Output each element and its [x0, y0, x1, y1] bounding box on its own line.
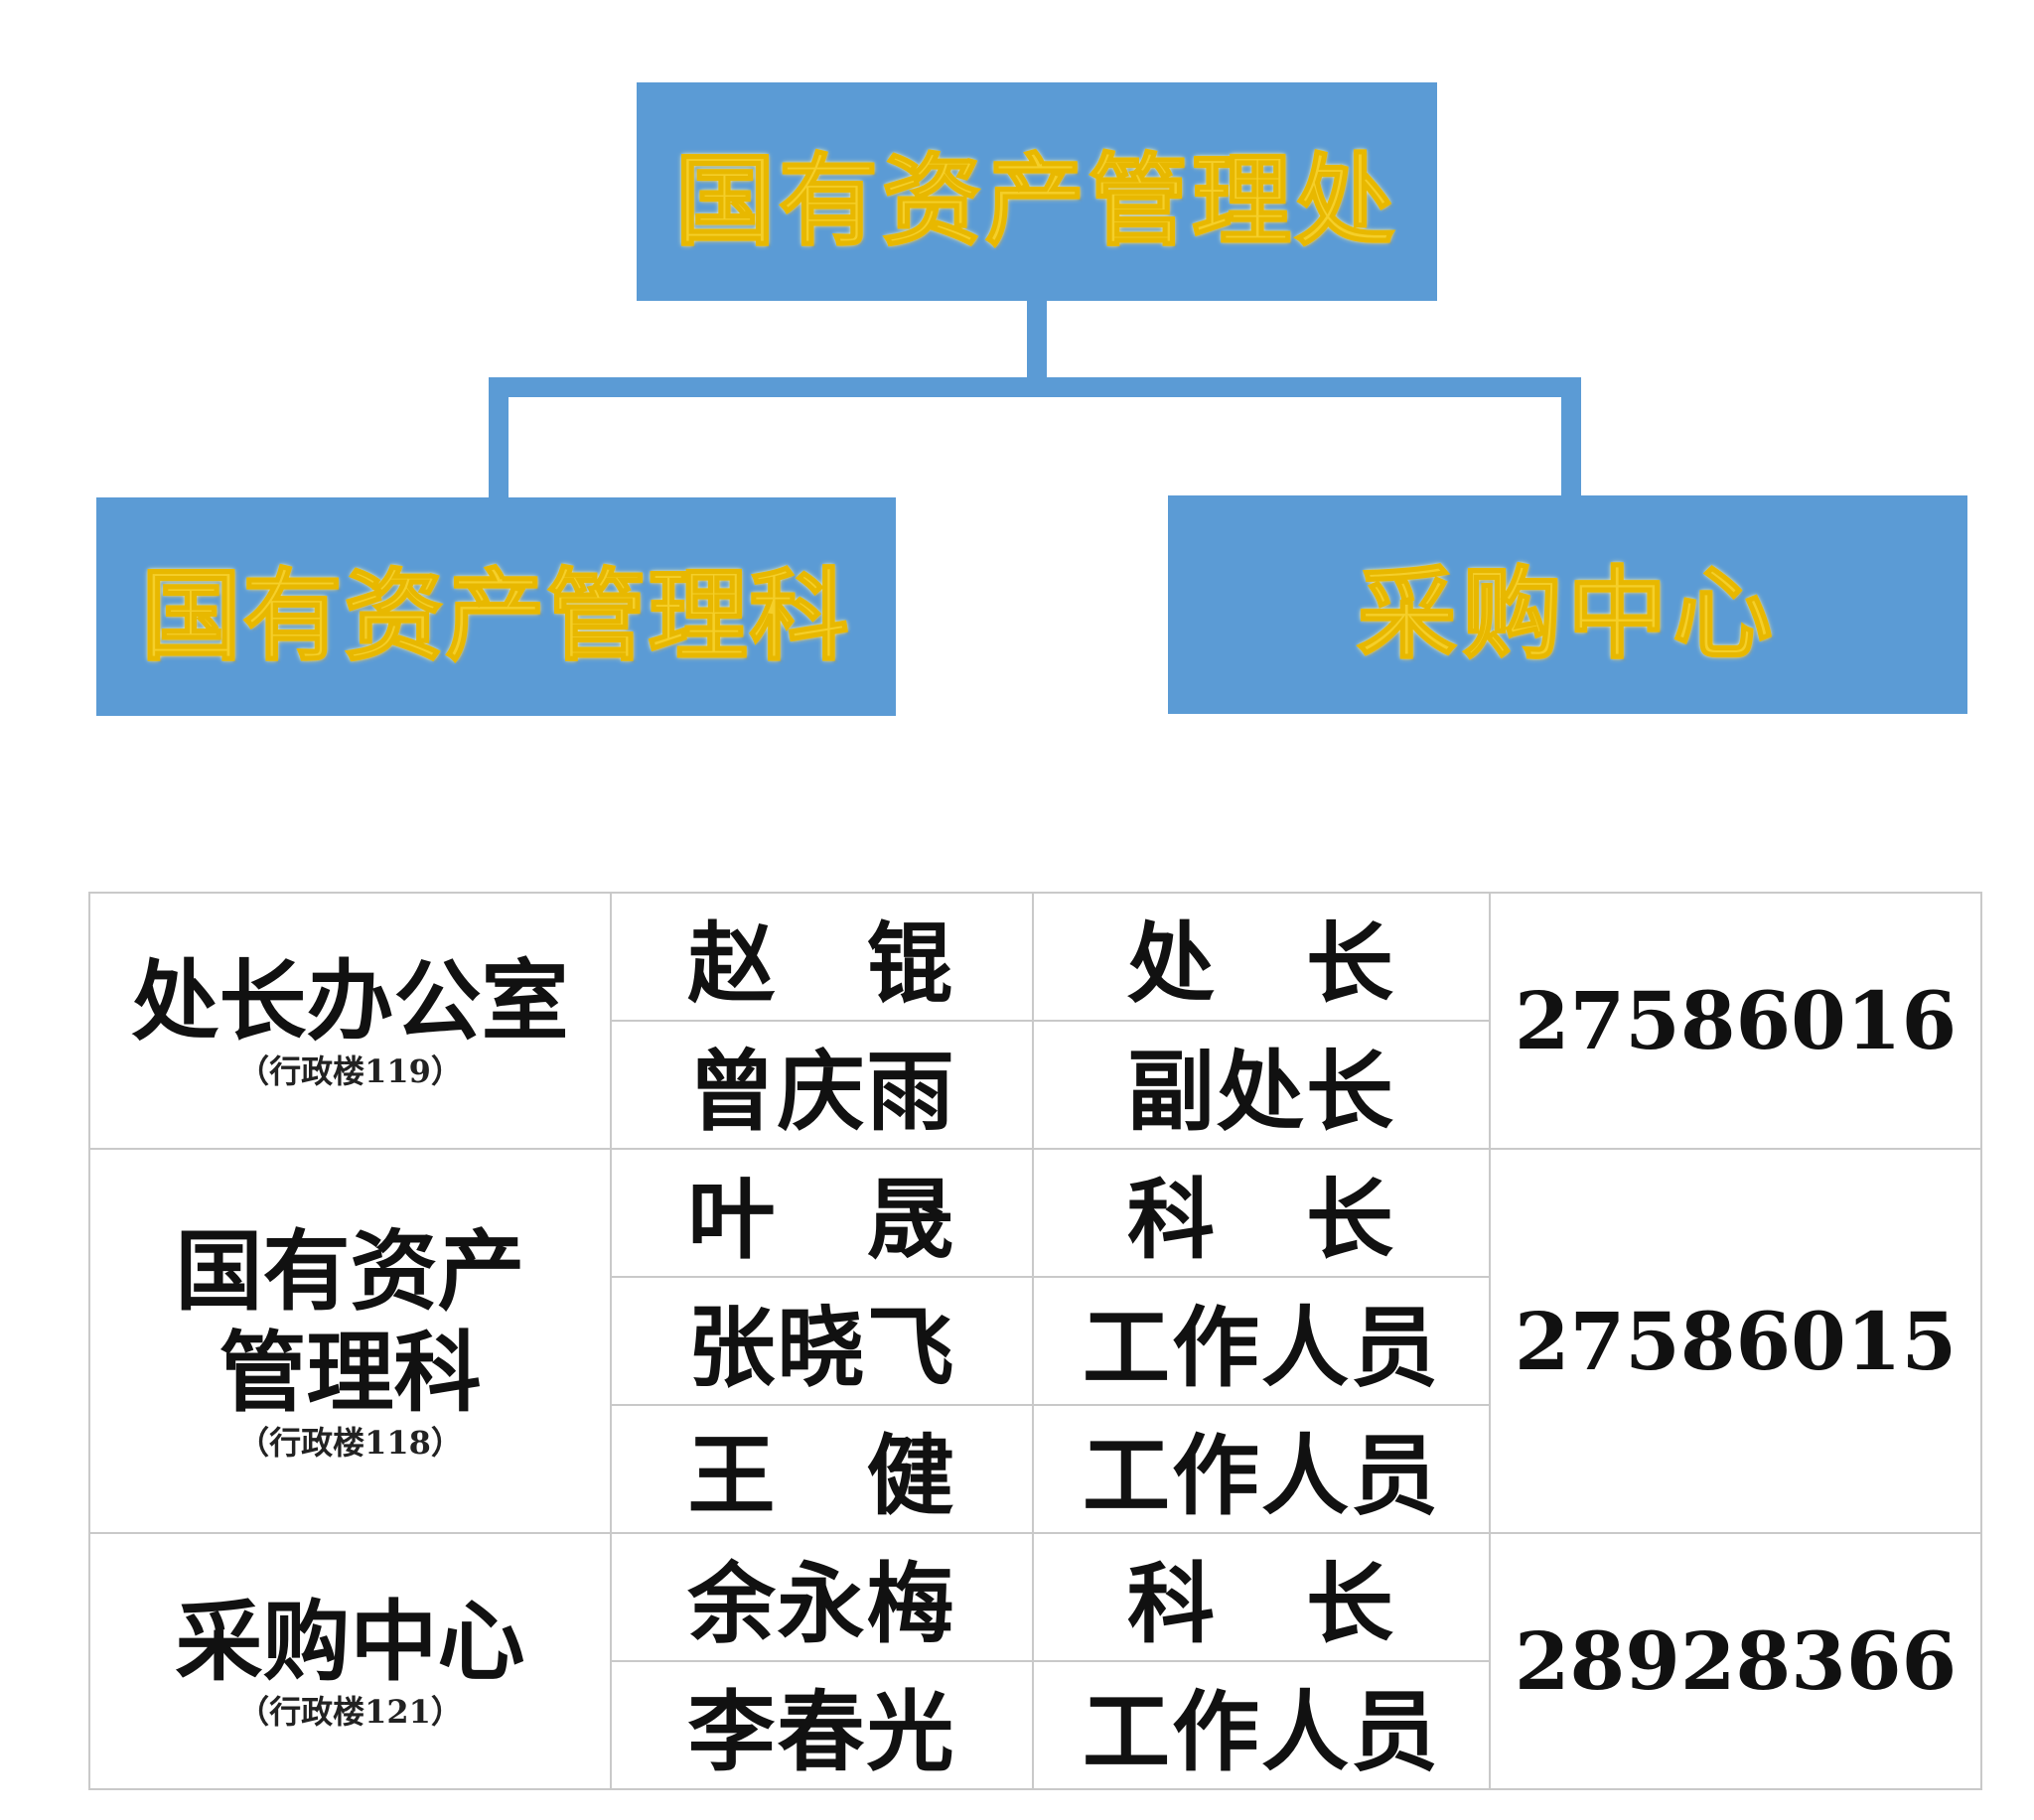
org-box-top: 国有资产管理处: [637, 82, 1437, 301]
org-box-left-label: 国有资产管理科: [141, 557, 851, 675]
table-row: 王 健 工作人员: [89, 1404, 1981, 1534]
org-box-right: 采购中心: [1168, 495, 1967, 714]
person-name: 叶 晟: [610, 1148, 1034, 1278]
person-name: 李春光: [610, 1660, 1034, 1790]
table-row: 采购中心 （行政楼121） 余永梅 科 长 28928366: [88, 1532, 1982, 1790]
person-name: 赵 锟: [610, 892, 1034, 1022]
table-row: 张晓飞 工作人员: [89, 1276, 1981, 1406]
person-title: 副处长: [1032, 1020, 1491, 1150]
person-title: 处 长: [1032, 892, 1491, 1022]
dept-cell: 国有资产管理科 （行政楼118）: [88, 1148, 612, 1534]
dept-room: （行政楼118）: [237, 1423, 463, 1462]
dept-name: 处长办公室: [131, 949, 569, 1052]
person-name: 张晓飞: [610, 1276, 1034, 1406]
person-name: 曾庆雨: [610, 1020, 1034, 1150]
dept-cell: 采购中心 （行政楼121）: [88, 1532, 612, 1790]
table-row: 处长办公室 （行政楼119） 赵 锟 处 长 27586016: [88, 892, 1982, 1150]
phone-number: 27586015: [1489, 1148, 1982, 1534]
person-name: 王 健: [610, 1404, 1034, 1534]
phone-number: 28928366: [1489, 1532, 1982, 1790]
person-title: 工作人员: [1032, 1660, 1491, 1790]
person-title: 科 长: [1032, 1532, 1491, 1662]
person-title: 工作人员: [1032, 1404, 1491, 1534]
table-row: 曾庆雨 副处长: [89, 1020, 1981, 1150]
table-row: 李春光 工作人员: [89, 1660, 1981, 1790]
org-box-right-label: 采购中心: [1357, 555, 1779, 673]
dept-name: 国有资产管理科: [175, 1218, 525, 1424]
dept-name: 采购中心: [175, 1590, 525, 1693]
dept-room: （行政楼121）: [237, 1693, 463, 1731]
org-box-left: 国有资产管理科: [96, 497, 896, 716]
person-name: 余永梅: [610, 1532, 1034, 1662]
person-title: 工作人员: [1032, 1276, 1491, 1406]
phone-number: 27586016: [1489, 892, 1982, 1150]
org-box-top-label: 国有资产管理处: [674, 142, 1398, 260]
dept-cell: 处长办公室 （行政楼119）: [88, 892, 612, 1150]
dept-room: （行政楼119）: [237, 1052, 463, 1090]
person-title: 科 长: [1032, 1148, 1491, 1278]
contacts-table: 处长办公室 （行政楼119） 赵 锟 处 长 27586016 曾庆雨 副处长 …: [88, 892, 1982, 1790]
table-row: 国有资产管理科 （行政楼118） 叶 晟 科 长 27586015: [88, 1148, 1982, 1534]
